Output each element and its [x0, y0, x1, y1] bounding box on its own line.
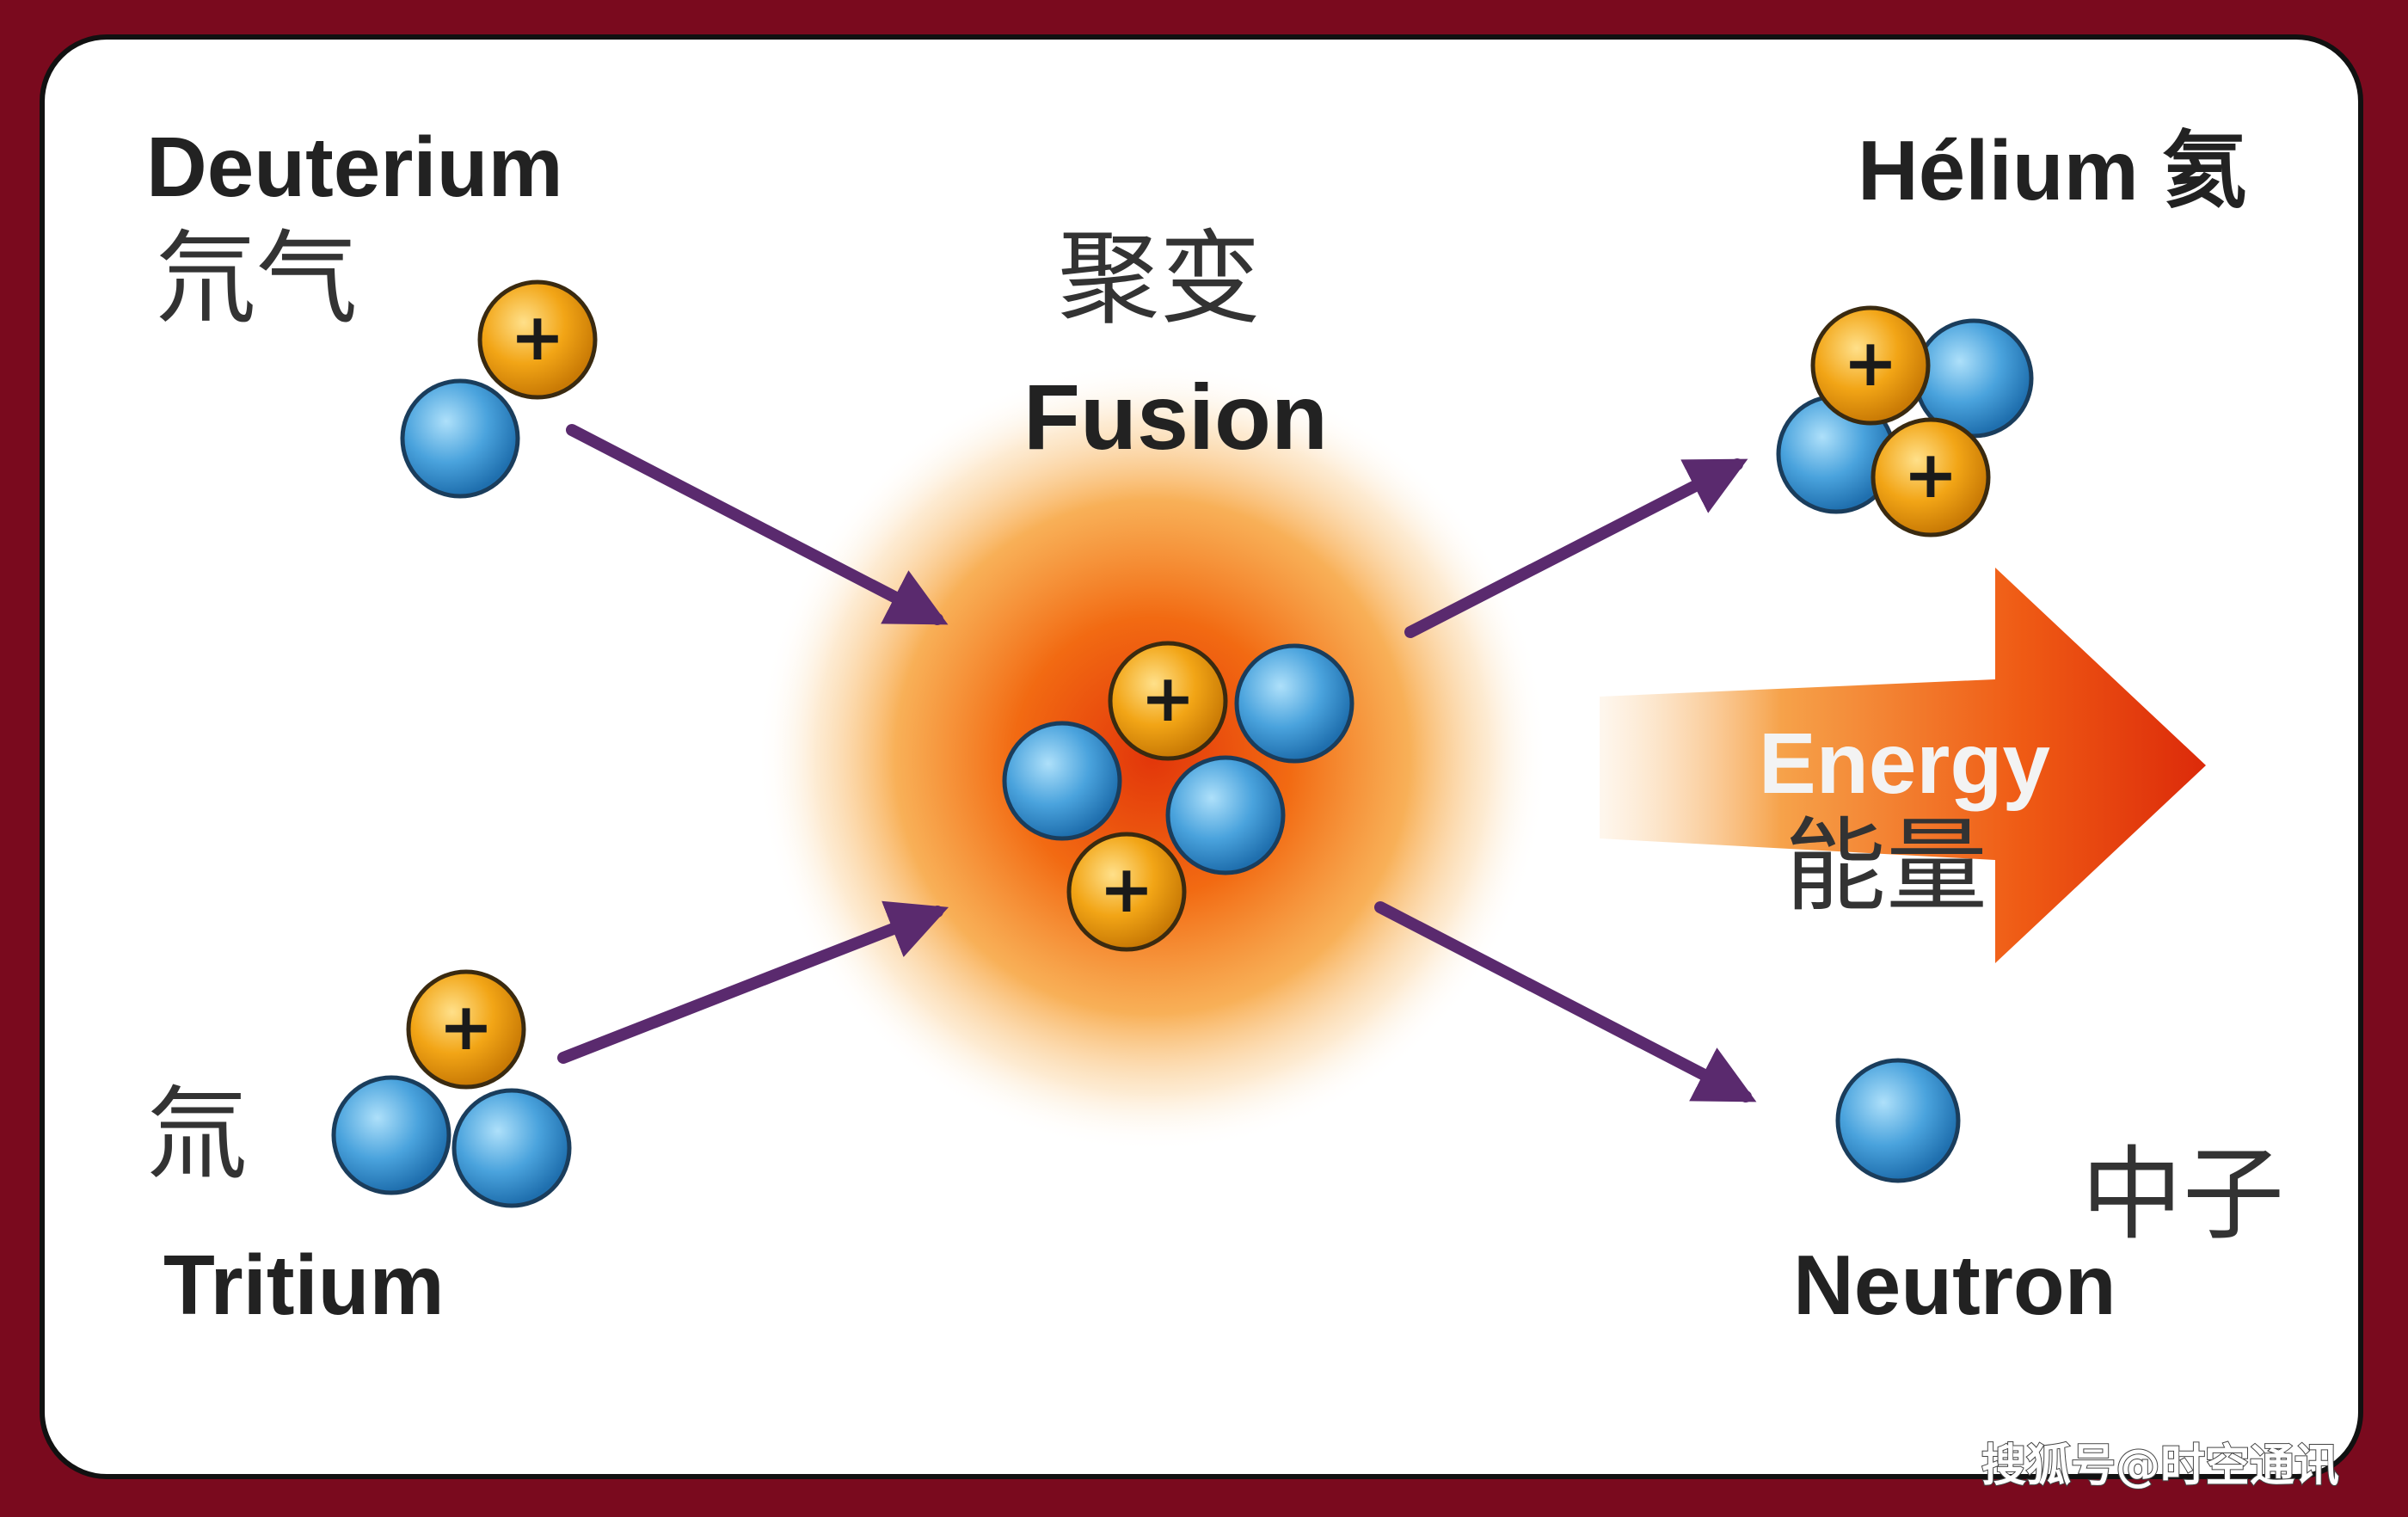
proton-icon	[1108, 641, 1228, 761]
deuterium-nucleus: +	[400, 279, 598, 499]
fusion-zh-label: 聚变	[1058, 219, 1261, 338]
proton-sign: +	[1843, 324, 1898, 401]
proton-icon	[406, 969, 526, 1090]
proton-sign: +	[1099, 851, 1154, 927]
fusion-nucleus: + +	[1002, 641, 1354, 952]
proton-icon	[1066, 832, 1187, 952]
fusion-label: Fusion	[1023, 365, 1328, 469]
helium-nucleus: + +	[1776, 305, 2034, 537]
deuterium-arrow	[566, 424, 949, 625]
deuterium-label: Deuterium	[146, 120, 563, 214]
tritium-arrow	[557, 900, 949, 1064]
deuterium-zh-label: 氘气	[155, 219, 358, 338]
watermark: 搜狐号@时空通讯	[1981, 1440, 2339, 1492]
proton-sign: +	[439, 988, 494, 1065]
proton-sign: +	[1903, 436, 1958, 513]
neutron-icon	[452, 1088, 572, 1208]
energy-arrow	[1600, 568, 2206, 963]
energy-label: Energy	[1759, 716, 2050, 812]
tritium-nucleus: +	[331, 969, 572, 1208]
neutron-label: Neutron	[1793, 1238, 2116, 1332]
proton-icon	[1810, 305, 1931, 426]
neutron-icon	[400, 378, 520, 499]
energy-zh-label: 能量	[1784, 807, 1987, 925]
proton-icon	[477, 279, 598, 400]
neutron-zh-label: 中子	[2081, 1135, 2284, 1254]
neutron-arrow	[1374, 901, 1757, 1102]
tritium-zh-label: 氚	[146, 1075, 248, 1194]
proton-sign: +	[510, 298, 565, 375]
neutron-icon	[1165, 755, 1286, 875]
neutron-icon	[1002, 721, 1122, 841]
neutron-icon	[331, 1075, 452, 1195]
neutron-icon	[1835, 1058, 1961, 1183]
helium-arrow	[1404, 458, 1748, 638]
proton-icon	[1870, 417, 1991, 537]
helium-label: Hélium 氦	[1858, 123, 2246, 218]
tritium-label: Tritium	[163, 1238, 445, 1332]
neutron-icon	[1234, 643, 1354, 764]
proton-sign: +	[1140, 660, 1195, 736]
